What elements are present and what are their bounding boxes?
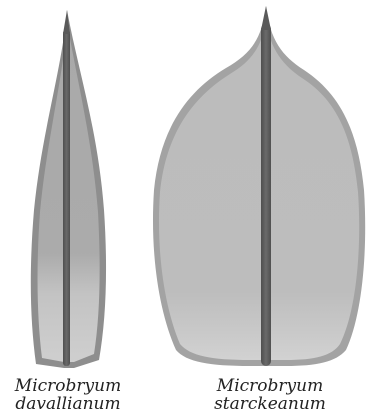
caption-starckeanum-species: starckeanum xyxy=(195,395,345,413)
leaf-illustrations xyxy=(0,0,374,372)
caption-starckeanum: Microbryum starckeanum xyxy=(195,377,345,413)
leaf-starckeanum xyxy=(153,6,365,366)
caption-davallianum-species: davallianum xyxy=(0,395,136,413)
leaf-starckeanum-apex xyxy=(261,6,271,30)
leaf-starckeanum-lamina xyxy=(159,20,359,360)
leaf-starckeanum-costa xyxy=(261,24,271,366)
caption-starckeanum-genus: Microbryum xyxy=(195,377,345,395)
leaf-davallianum xyxy=(31,10,106,368)
caption-davallianum: Microbryum davallianum xyxy=(0,377,136,413)
leaf-davallianum-costa xyxy=(63,30,70,366)
caption-davallianum-genus: Microbryum xyxy=(0,377,136,395)
